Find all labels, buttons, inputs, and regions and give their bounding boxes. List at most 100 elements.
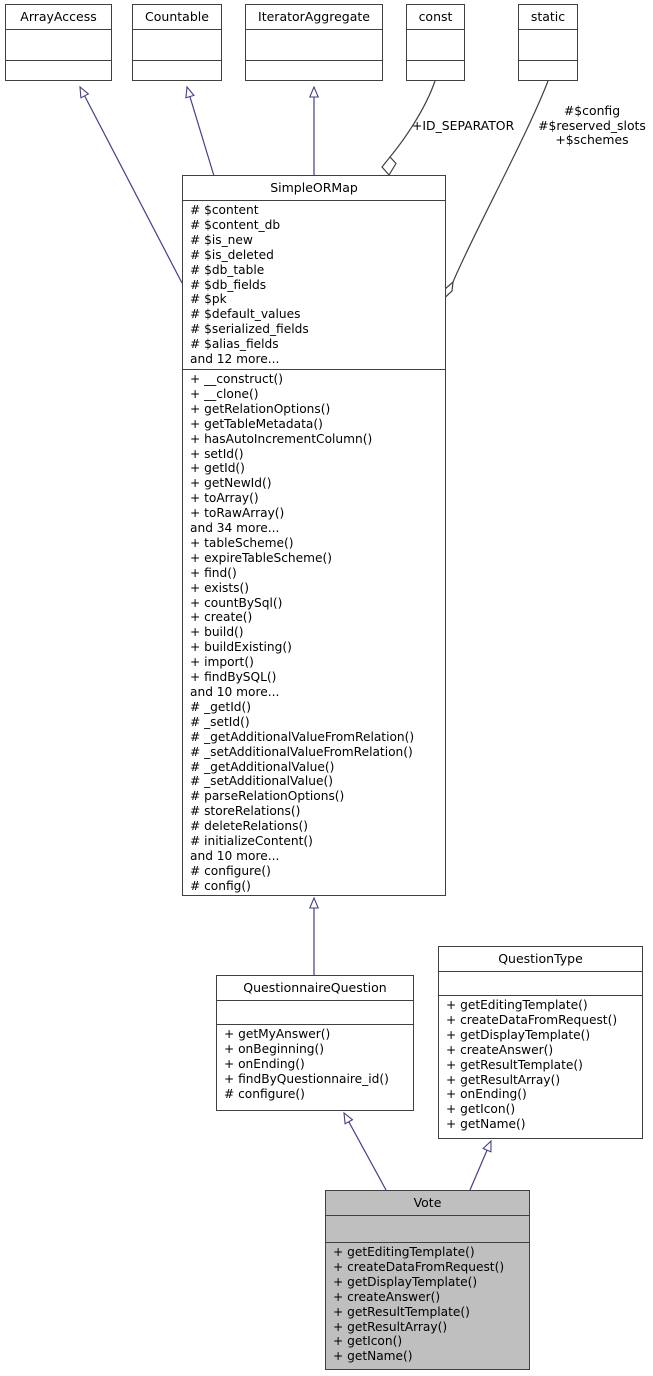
class-member-row: + getId(): [190, 461, 245, 476]
class-member-row: # $pk: [190, 292, 227, 307]
class-member-row: # initializeContent(): [190, 834, 313, 849]
class-attributes-countable: [133, 30, 221, 61]
edge-arrayaccess-simpleormap: [79, 85, 183, 284]
class-member-row: + find(): [190, 565, 237, 580]
class-attributes-vote: [326, 1216, 529, 1243]
class-box-array-access[interactable]: ArrayAccess: [5, 4, 112, 81]
edge-questionnairequestion-vote: [343, 1111, 387, 1191]
class-title-vote: Vote: [326, 1191, 529, 1216]
class-member-row: + hasAutoIncrementColumn(): [190, 431, 373, 446]
class-member-row: # parseRelationOptions(): [190, 789, 345, 804]
class-member-row: + getDisplayTemplate(): [333, 1274, 478, 1289]
class-member-row: and 10 more...: [190, 848, 280, 863]
class-member-row: # $default_values: [190, 307, 301, 322]
class-member-row: + createDataFromRequest(): [333, 1259, 505, 1274]
class-attributes-simple-ormap: # $content# $content_db# $is_new# $is_de…: [183, 201, 445, 370]
edge-questiontype-vote: [469, 1139, 492, 1191]
class-title-const: const: [407, 5, 464, 30]
class-member-row: + createAnswer(): [333, 1289, 441, 1304]
class-title-questionnaire-question: QuestionnaireQuestion: [217, 976, 413, 1001]
class-attributes-questionnaire-question: [217, 1001, 413, 1025]
class-operations-question-type: + getEditingTemplate()+ createDataFromRe…: [439, 996, 642, 1135]
class-box-iterator-aggregate[interactable]: IteratorAggregate: [245, 4, 383, 81]
class-operations-countable: [133, 61, 221, 82]
class-member-row: # storeRelations(): [190, 804, 301, 819]
class-member-row: + exists(): [190, 580, 249, 595]
class-member-row: + getResultTemplate(): [446, 1057, 583, 1072]
class-member-row: + onEnding(): [224, 1056, 305, 1071]
class-member-row: + getResultArray(): [446, 1072, 561, 1087]
class-member-row: # configure(): [190, 863, 271, 878]
class-member-row: + import(): [190, 655, 254, 670]
class-title-simple-ormap: SimpleORMap: [183, 176, 445, 201]
class-member-row: # _setId(): [190, 714, 250, 729]
class-member-row: # deleteRelations(): [190, 819, 308, 834]
class-member-row: + expireTableScheme(): [190, 550, 332, 565]
class-member-row: + getName(): [333, 1349, 413, 1364]
class-member-row: # configure(): [224, 1086, 305, 1101]
class-member-row: + buildExisting(): [190, 640, 292, 655]
class-member-row: + getNewId(): [190, 476, 272, 491]
class-member-row: + getRelationOptions(): [190, 401, 331, 416]
class-attributes-static: [519, 30, 577, 61]
class-member-row: + findByQuestionnaire_id(): [224, 1071, 389, 1086]
edge-countable-simpleormap: [185, 85, 215, 177]
class-member-row: + getTableMetadata(): [190, 416, 323, 431]
class-member-row: # $alias_fields: [190, 337, 279, 352]
class-attributes-iterator-aggregate: [246, 30, 382, 61]
class-box-static[interactable]: static: [518, 4, 578, 81]
class-member-row: + __clone(): [190, 386, 259, 401]
class-box-vote[interactable]: Vote + getEditingTemplate()+ createDataF…: [325, 1190, 530, 1370]
class-operations-vote: + getEditingTemplate()+ createDataFromRe…: [326, 1243, 529, 1367]
class-member-row: + toRawArray(): [190, 506, 285, 521]
class-member-row: + findBySQL(): [190, 670, 277, 685]
class-member-row: + createDataFromRequest(): [446, 1012, 618, 1027]
class-member-row: + setId(): [190, 446, 244, 461]
class-member-row: # $content_db: [190, 217, 281, 232]
class-attributes-const: [407, 30, 464, 61]
class-attributes-question-type: [439, 972, 642, 996]
class-title-static: static: [519, 5, 577, 30]
class-box-simple-ormap[interactable]: SimpleORMap # $content# $content_db# $is…: [182, 175, 446, 896]
class-member-row: # $serialized_fields: [190, 322, 309, 337]
class-member-row: and 34 more...: [190, 521, 280, 536]
class-member-row: # _getAdditionalValueFromRelation(): [190, 729, 415, 744]
class-operations-simple-ormap: + __construct()+ __clone()+ getRelationO…: [183, 370, 445, 897]
class-member-row: + countBySql(): [190, 595, 283, 610]
edge-label-id-separator: +ID_SEPARATOR: [412, 118, 515, 133]
class-title-question-type: QuestionType: [439, 947, 642, 972]
class-operations-const: [407, 61, 464, 82]
class-title-iterator-aggregate: IteratorAggregate: [246, 5, 382, 30]
class-operations-iterator-aggregate: [246, 61, 382, 82]
class-operations-array-access: [6, 61, 111, 82]
class-member-row: + getIcon(): [333, 1334, 403, 1349]
class-member-row: + getResultTemplate(): [333, 1304, 470, 1319]
class-member-row: + create(): [190, 610, 253, 625]
class-member-row: # $is_deleted: [190, 247, 274, 262]
class-member-row: + onBeginning(): [224, 1041, 325, 1056]
class-box-questionnaire-question[interactable]: QuestionnaireQuestion + getMyAnswer()+ o…: [216, 975, 414, 1111]
class-member-row: + getMyAnswer(): [224, 1027, 331, 1041]
class-member-row: + tableScheme(): [190, 535, 294, 550]
class-member-row: + getDisplayTemplate(): [446, 1027, 591, 1042]
class-member-row: + getResultArray(): [333, 1319, 448, 1334]
class-member-row: + getIcon(): [446, 1102, 516, 1117]
class-member-row: # $content: [190, 203, 259, 217]
class-member-row: and 10 more...: [190, 685, 280, 699]
class-member-row: + build(): [190, 625, 244, 640]
class-operations-questionnaire-question: + getMyAnswer()+ onBeginning()+ onEnding…: [217, 1025, 413, 1105]
class-member-row: # $db_table: [190, 262, 265, 277]
class-box-question-type[interactable]: QuestionType + getEditingTemplate()+ cre…: [438, 946, 643, 1139]
class-member-row: + getEditingTemplate(): [333, 1245, 475, 1259]
class-member-row: + getName(): [446, 1117, 526, 1132]
class-member-row: and 12 more...: [190, 352, 280, 367]
class-box-countable[interactable]: Countable: [132, 4, 222, 81]
class-member-row: + onEnding(): [446, 1087, 527, 1102]
class-member-row: # _setAdditionalValue(): [190, 774, 333, 789]
class-member-row: # _getAdditionalValue(): [190, 759, 335, 774]
class-box-const[interactable]: const: [406, 4, 465, 81]
class-member-row: # $db_fields: [190, 277, 267, 292]
class-title-countable: Countable: [133, 5, 221, 30]
class-member-row: # config(): [190, 878, 251, 893]
